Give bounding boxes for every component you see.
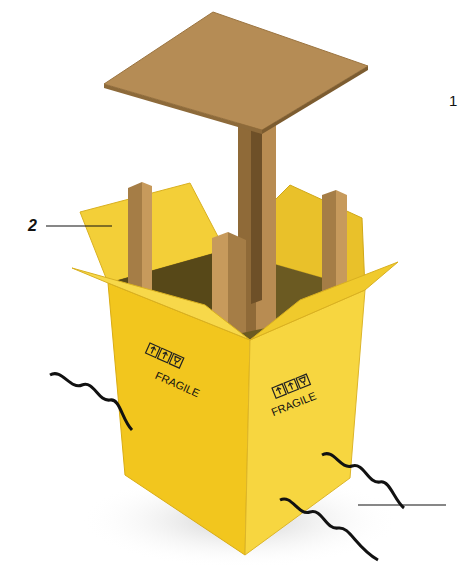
top-sheet-edge	[104, 84, 262, 134]
handling-icons	[146, 343, 184, 368]
top-cardboard-sheet	[104, 12, 368, 130]
callout-number: 2	[28, 218, 37, 234]
front-right-flap	[250, 262, 398, 340]
vibration-wave	[50, 374, 132, 430]
leader-line	[46, 225, 112, 226]
leader-line	[358, 504, 446, 505]
top-sheet-edge	[262, 66, 368, 134]
callout-number: 1	[449, 93, 457, 108]
vibration-wave	[280, 499, 378, 560]
vibration-wave	[322, 454, 404, 508]
corner-post	[322, 190, 347, 292]
front-left-flap	[72, 268, 250, 340]
